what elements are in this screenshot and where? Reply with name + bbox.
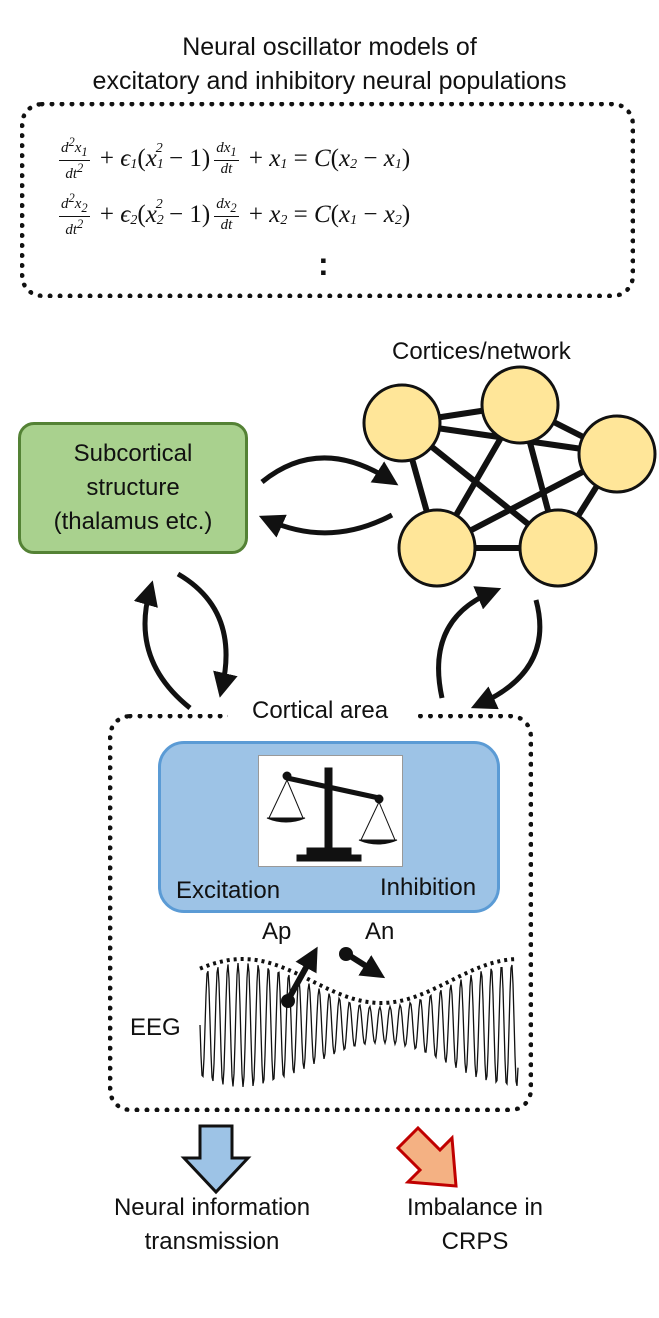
excitation-label: Excitation [176,877,281,904]
equation-continuation: : [318,246,329,282]
eeg-label: EEG [130,1014,181,1041]
eeg-waveform [199,946,519,1087]
arrow-subcortical-to-cortices [260,455,399,486]
output-left-line-2: transmission [144,1228,280,1255]
output-right-line-1: Imbalance in [406,1194,544,1221]
an-label: An [365,918,395,945]
down-arrow-left [180,1124,252,1195]
arrow-cortical-area-to-subcortical [133,580,192,710]
ap-arrow [285,946,318,1002]
eeg-signal [199,963,519,1087]
subcortical-label-3: (thalamus etc.) [53,508,213,535]
network-node [362,383,442,463]
title-line-1: Neural oscillator models of [182,33,477,61]
cortices-label: Cortices/network [392,338,571,365]
arrow-subcortical-to-cortical-area [176,571,238,698]
arrow-cortices-to-cortical-area [470,599,543,710]
an-dot [339,947,353,961]
output-arrows [180,1124,458,1195]
network-node [518,508,598,588]
subcortical-label-2: structure [86,474,180,501]
network-nodes [362,365,657,588]
subcortical-label-1: Subcortical [73,440,193,467]
inhibition-label: Inhibition [380,874,477,901]
output-right-line-2: CRPS [441,1228,509,1255]
down-arrow-right [395,1125,458,1188]
network-node [397,508,477,588]
arrow-cortices-to-subcortical [258,512,394,538]
subcortical-box: Subcortical structure (thalamus etc.) [18,422,248,554]
network-node [577,414,657,494]
scale-icon [258,755,403,867]
cortical-area-label: Cortical area [252,697,389,724]
title-line-2: excitatory and inhibitory neural populat… [92,67,567,95]
arrow-cortical-area-to-cortices [436,586,502,699]
ap-label: Ap [262,918,292,945]
equation-box [20,102,635,298]
network-node [480,365,560,445]
ap-dot [281,994,295,1008]
cortical-label-background [228,695,418,729]
output-left-line-1: Neural information [113,1194,311,1221]
